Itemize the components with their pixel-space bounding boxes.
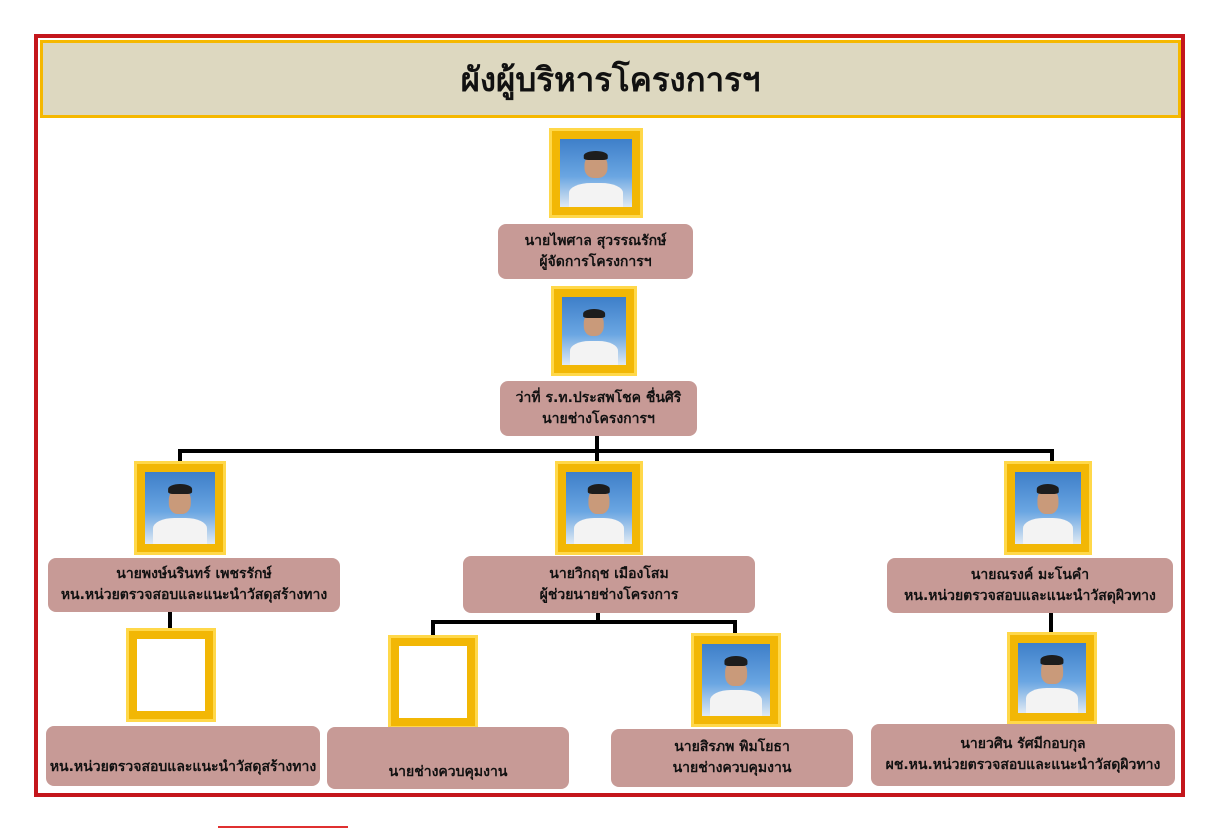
label-assistant-engineer: นายวิกฤช เมืองโสม ผู้ช่วยนายช่างโครงการ	[463, 556, 755, 613]
label-project-manager: นายไพศาล สุวรรณรักษ์ ผู้จัดการโครงการฯ	[498, 224, 693, 279]
org-chart-frame: ผังผู้บริหารโครงการฯ นายไพศาล สุวรรณรักษ…	[34, 34, 1185, 797]
node-role: นายช่างโครงการฯ	[542, 410, 655, 427]
connector-engineer-to-row2	[178, 434, 1054, 463]
node-role: หน.หน่วยตรวจสอบและแนะนำวัสดุผิวทาง	[904, 587, 1156, 604]
portrait-image	[1015, 472, 1081, 544]
node-name: ว่าที่ ร.ท.ประสพโชค ชื่นศิริ	[515, 389, 682, 406]
node-role: ผช.หน.หน่วยตรวจสอบและแนะนำวัสดุผิวทาง	[885, 757, 1161, 773]
label-deputy-inspection-right: นายวศิน รัศมีกอบกุล ผช.หน.หน่วยตรวจสอบแล…	[871, 724, 1175, 786]
node-role: นายช่างควบคุมงาน	[672, 760, 792, 776]
node-name: นายสิรภพ พิมโยธา	[674, 739, 790, 755]
portrait-image	[702, 644, 770, 716]
portrait-image	[145, 472, 215, 544]
empty-photo-placeholder	[137, 639, 205, 711]
page-title: ผังผู้บริหารโครงการฯ	[460, 59, 761, 99]
portrait-image	[566, 472, 632, 544]
photo-inspection-head-right	[1004, 461, 1092, 555]
label-inspection-head-right: นายณรงค์ มะโนคำ หน.หน่วยตรวจสอบและแนะนำว…	[887, 558, 1173, 613]
node-role: หน.หน่วยตรวจสอบและแนะนำวัสดุสร้างทาง	[60, 587, 328, 603]
photo-supervisor-sirapop	[691, 633, 781, 727]
photo-project-engineer	[551, 286, 637, 376]
label-project-engineer: ว่าที่ ร.ท.ประสพโชค ชื่นศิริ นายช่างโครง…	[500, 381, 697, 436]
title-banner: ผังผู้บริหารโครงการฯ	[40, 40, 1181, 118]
photo-assistant-engineer	[555, 461, 643, 555]
photo-project-manager	[549, 128, 643, 218]
node-name: นายวศิน รัศมีกอบกุล	[960, 736, 1086, 752]
photo-vacant-supervisor	[388, 635, 478, 729]
photo-vacant-inspection	[126, 628, 216, 722]
portrait-image	[562, 297, 626, 365]
node-role: นายช่างควบคุมงาน	[388, 764, 508, 780]
node-role: หน.หน่วยตรวจสอบและแนะนำวัสดุสร้างทาง	[49, 759, 317, 775]
label-supervisor-sirapop: นายสิรภพ พิมโยธา นายช่างควบคุมงาน	[611, 729, 853, 787]
node-name: นายณรงค์ มะโนคำ	[970, 566, 1090, 583]
label-vacant-inspection: หน.หน่วยตรวจสอบและแนะนำวัสดุสร้างทาง	[46, 726, 320, 786]
empty-photo-placeholder	[399, 646, 467, 718]
label-vacant-supervisor: นายช่างควบคุมงาน	[327, 727, 569, 789]
photo-inspection-head-left	[134, 461, 226, 555]
portrait-image	[560, 139, 632, 207]
node-name: นายไพศาล สุวรรณรักษ์	[524, 232, 667, 249]
connector-lines	[168, 434, 1054, 637]
label-inspection-head-left: นายพงษ์นรินทร์ เพชรรักษ์ หน.หน่วยตรวจสอบ…	[48, 558, 340, 612]
node-role: ผู้จัดการโครงการฯ	[539, 253, 652, 270]
photo-deputy-inspection-right	[1007, 632, 1097, 724]
node-name: นายวิกฤช เมืองโสม	[549, 565, 669, 582]
connector-assistant-to-row3	[431, 611, 737, 637]
node-role: ผู้ช่วยนายช่างโครงการ	[539, 586, 679, 603]
node-name: นายพงษ์นรินทร์ เพชรรักษ์	[116, 566, 272, 582]
portrait-image	[1018, 643, 1086, 713]
